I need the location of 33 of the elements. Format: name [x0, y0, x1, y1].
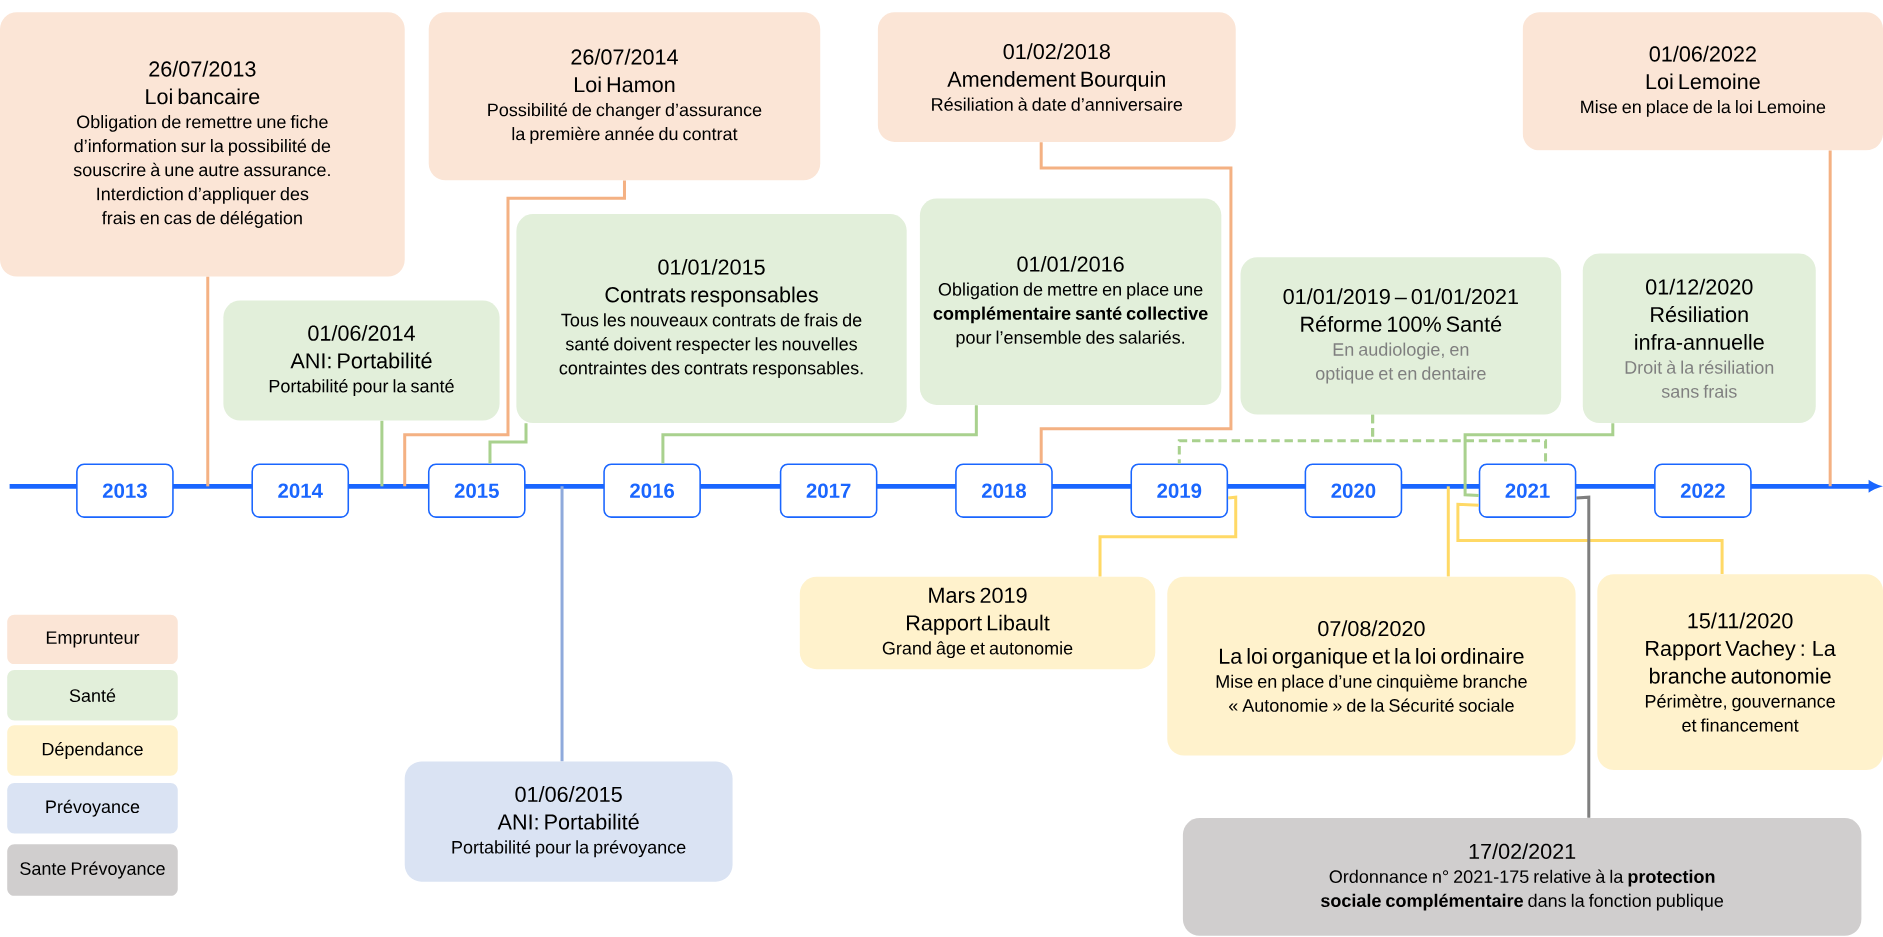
legend-label: Santé — [69, 688, 116, 703]
legend-label: Dépendance — [42, 742, 143, 760]
event-box: 26/07/2014 Loi Hamon Possibilité de changer d’assurance la première année du contrat — [428, 12, 821, 181]
connector-line — [1098, 495, 1238, 577]
event-box: Mars 2019 Rapport Libault Grand âge et autonomie — [799, 576, 1156, 670]
event-box: 17/02/2021 Ordonnance n° 2021-175 relative à la protection sociale complémentaire dans la fonction publique — [1182, 818, 1862, 936]
event-box: 01/02/2018 Amendement Bourquin Résiliation à date d’anniversaire — [877, 12, 1236, 143]
connector-line — [1463, 423, 1615, 498]
connector-line — [1576, 495, 1591, 818]
connector-line — [403, 180, 626, 487]
connector-line — [488, 423, 528, 464]
connector-line — [1828, 150, 1832, 487]
event-box: 01/01/2016 Obligation de mettre en place une complémentaire santé collective pour l’ensemble des salariés. — [919, 198, 1222, 406]
event-box: 01/01/2019 – 01/01/2021 Réforme 100% Santé En audiologie, en optique et en dentaire — [1240, 257, 1562, 415]
event-box: 26/07/2013 Loi bancaire Obligation de remettre une fiche d’information sur la possibilité de souscrire à une autre assurance. Interdiction d’appliquer des frais en cas de délégation — [0, 12, 405, 277]
event-box: 15/11/2020 Rapport Vachey : La branche autonomie Périmètre, gouvernance et financement — [1597, 574, 1883, 771]
connector-line — [560, 486, 564, 762]
event-box: 01/01/2015 Contrats responsables Tous les nouveaux contrats de frais de santé doivent respecter les nouvelles contraintes des contrats responsables. — [516, 214, 907, 424]
connector-line — [380, 420, 384, 487]
legend-label: Prévoyance — [46, 799, 140, 817]
legend-label: Emprunteur — [46, 631, 140, 648]
connector-line — [1446, 486, 1450, 577]
connector-line — [1039, 142, 1233, 464]
event-box: 01/12/2020 Résiliation infra-annuelle Droit à la résiliation sans frais — [1582, 253, 1816, 424]
connector-line — [661, 405, 978, 464]
connector-line — [206, 276, 210, 487]
connector-line — [1456, 502, 1724, 575]
event-box: 01/06/2014 ANI: Portabilité Portabilité pour la santé — [223, 300, 500, 421]
event-box: 07/08/2020 La loi organique et la loi ordinaire Mise en place d’une cinquième branche « Autonomie » de la Sécurité sociale — [1167, 576, 1576, 756]
event-box: 01/06/2022 Loi Lemoine Mise en place de la loi Lemoine — [1522, 12, 1883, 151]
legend-label: Sante Prévoyance — [20, 861, 165, 879]
connector-line — [1371, 414, 1548, 464]
event-box: 01/06/2015 ANI: Portabilité Portabilité pour la prévoyance — [404, 761, 733, 882]
